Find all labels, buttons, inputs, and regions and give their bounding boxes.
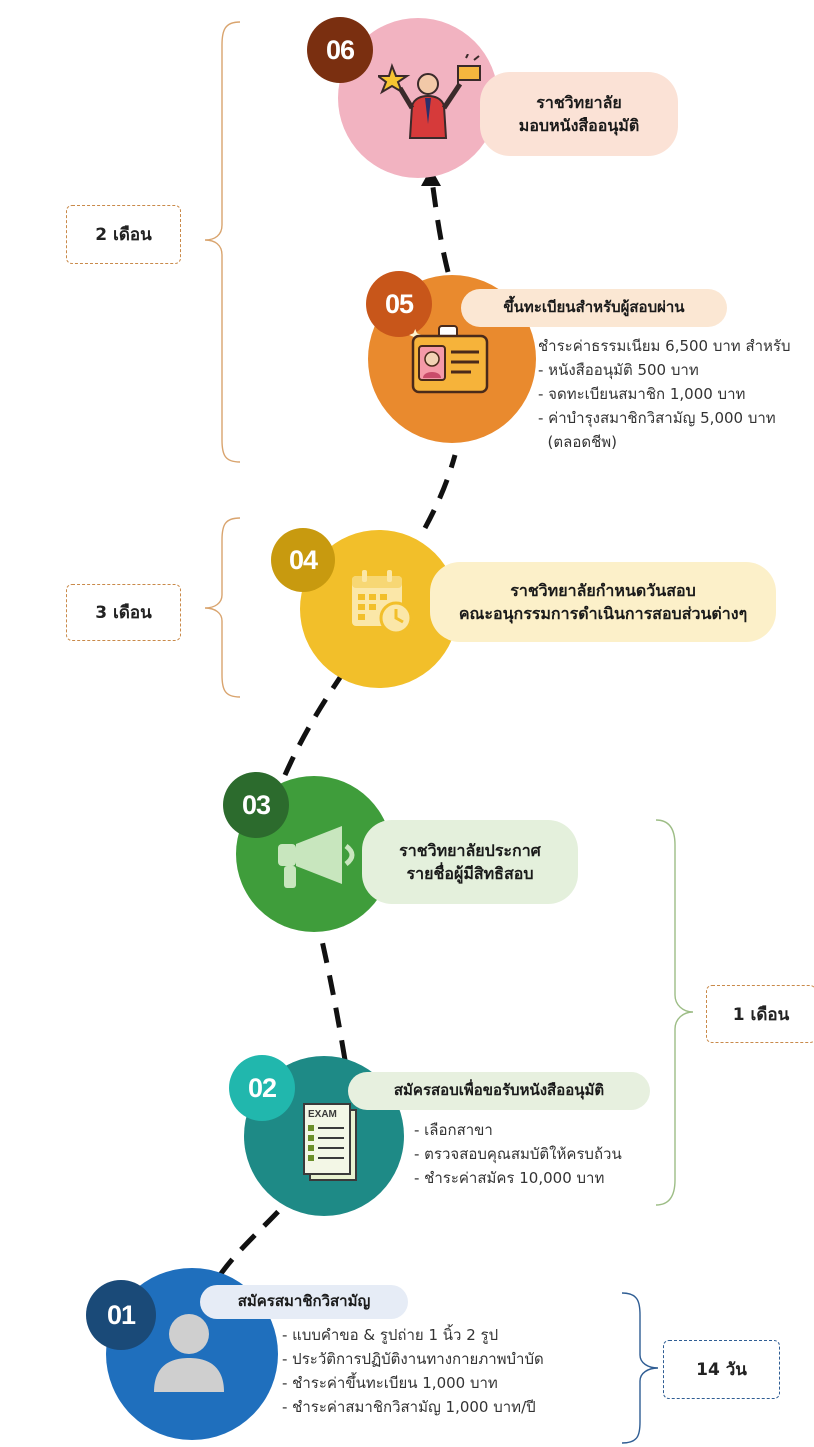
step-01-title: สมัครสมาชิกวิสามัญ: [200, 1285, 408, 1319]
duration-label: 2 เดือน: [95, 225, 152, 245]
step-01-details: - แบบคำขอ & รูปถ่าย 1 นิ้ว 2 รูป - ประวั…: [282, 1323, 544, 1419]
step-01-detail: - แบบคำขอ & รูปถ่าย 1 นิ้ว 2 รูป: [282, 1326, 499, 1344]
step-04-badge: 04: [271, 528, 335, 592]
step-01-detail: - ชำระค่าสมาชิกวิสามัญ 1,000 บาท/ปี: [282, 1398, 536, 1416]
calendar-clock-icon: [352, 570, 413, 635]
duration-box-14-days: 14 วัน: [663, 1340, 780, 1399]
duration-box-1-month: 1 เดือน: [706, 985, 814, 1043]
step-01-title-text: สมัครสมาชิกวิสามัญ: [237, 1292, 371, 1311]
id-card-icon: [409, 325, 489, 394]
step-05-detail: - จดทะเบียนสมาชิก 1,000 บาท: [538, 385, 746, 403]
step-05-detail: (ตลอดชีพ): [538, 433, 617, 451]
step-02-detail: - ตรวจสอบคุณสมบัติให้ครบถ้วน: [414, 1145, 622, 1163]
step-06-title-line-1: ราชวิทยาลัย: [536, 92, 622, 112]
duration-box-3-months: 3 เดือน: [66, 584, 181, 641]
step-05-details: ชำระค่าธรรมเนียม 6,500 บาท สำหรับ - หนัง…: [538, 334, 791, 454]
step-02-detail: - เลือกสาขา: [414, 1121, 493, 1139]
brace-3-months: [204, 517, 241, 698]
step-03-badge: 03: [223, 772, 289, 838]
duration-label: 3 เดือน: [95, 603, 152, 623]
duration-label: 1 เดือน: [732, 1004, 790, 1025]
step-05-badge: 05: [366, 271, 432, 337]
step-02-details: - เลือกสาขา - ตรวจสอบคุณสมบัติให้ครบถ้วน…: [414, 1118, 622, 1190]
brace-2-months: [204, 21, 241, 463]
step-05-detail: - ค่าบำรุงสมาชิกวิสามัญ 5,000 บาท: [538, 409, 776, 427]
svg-text:EXAM: EXAM: [308, 1109, 337, 1120]
connector-05-06: [429, 179, 451, 273]
step-06-title-line-2: มอบหนังสืออนุมัติ: [518, 116, 640, 135]
step-02-badge: 02: [229, 1055, 295, 1121]
step-03-title: ราชวิทยาลัยประกาศ รายชื่อผู้มีสิทธิสอบ: [362, 820, 578, 904]
step-02-title: สมัครสอบเพื่อขอรับหนังสืออนุมัติ: [348, 1072, 650, 1110]
step-05-detail: - หนังสืออนุมัติ 500 บาท: [538, 361, 699, 379]
step-03-title-line-1: ราชวิทยาลัยประกาศ: [399, 840, 541, 860]
brace-14-days: [621, 1292, 659, 1444]
step-02-detail: - ชำระค่าสมัคร 10,000 บาท: [414, 1169, 605, 1187]
person-icon: [154, 1314, 224, 1392]
step-04-title: ราชวิทยาลัยกำหนดวันสอบ คณะอนุกรรมการดำเน…: [430, 562, 776, 642]
connector-03-04: [282, 668, 348, 777]
step-04-title-line-1: ราชวิทยาลัยกำหนดวันสอบ: [510, 580, 696, 600]
duration-box-2-months: 2 เดือน: [66, 205, 181, 264]
step-01-detail: - ชำระค่าขึ้นทะเบียน 1,000 บาท: [282, 1374, 498, 1392]
step-03-title-line-2: รายชื่อผู้มีสิทธิสอบ: [406, 864, 534, 883]
step-05-title-text: ขึ้นทะเบียนสำหรับผู้สอบผ่าน: [503, 298, 685, 317]
brace-1-month: [655, 819, 694, 1206]
step-01-badge: 01: [86, 1280, 156, 1350]
winner-award-icon: [378, 54, 481, 139]
step-06-badge: 06: [307, 17, 373, 83]
duration-label: 14 วัน: [696, 1360, 747, 1380]
step-06-title: ราชวิทยาลัย มอบหนังสืออนุมัติ: [480, 72, 678, 156]
step-05-title: ขึ้นทะเบียนสำหรับผู้สอบผ่าน: [461, 289, 727, 327]
step-01-detail: - ประวัติการปฏิบัติงานทางกายภาพบำบัด: [282, 1350, 544, 1368]
exam-paper-icon: EXAM: [303, 1103, 357, 1181]
connector-04-05: [422, 454, 458, 530]
step-04-title-line-2: คณะอนุกรรมการดำเนินการสอบส่วนต่างๆ: [458, 604, 748, 623]
step-02-title-text: สมัครสอบเพื่อขอรับหนังสืออนุมัติ: [393, 1081, 605, 1100]
megaphone-icon: [278, 826, 355, 888]
arrowhead-icon: [421, 168, 441, 186]
step-05-detail: ชำระค่าธรรมเนียม 6,500 บาท สำหรับ: [538, 337, 791, 355]
